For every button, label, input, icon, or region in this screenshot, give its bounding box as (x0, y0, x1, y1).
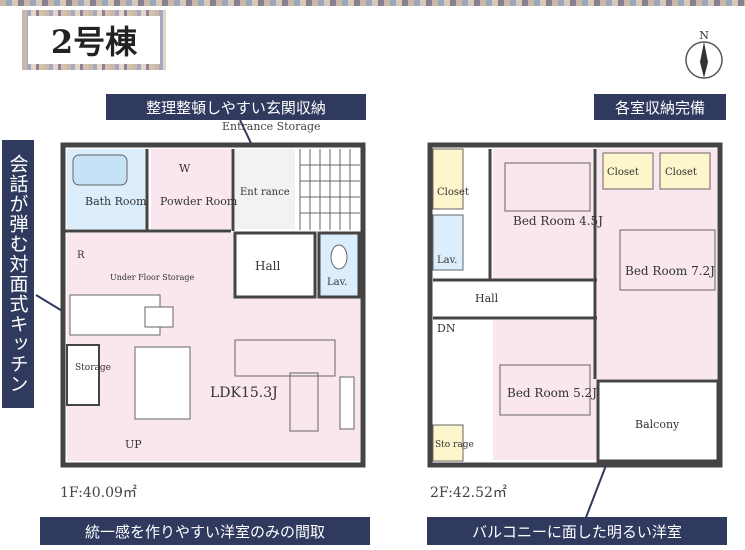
entrance-storage-label: Entrance Storage (222, 120, 321, 133)
room-lav-2f: Lav. (437, 255, 457, 266)
closet-2-label: Closet (665, 167, 697, 178)
closet-1-label: Closet (607, 167, 639, 178)
room-lav-1f: Lav. (327, 277, 347, 288)
banner-storage: 各室収納完備 (594, 94, 726, 120)
room-r: R (77, 250, 85, 261)
room-hall-2f: Hall (475, 292, 499, 305)
banner-balcony: バルコニーに面した明るい洋室 (427, 517, 727, 545)
room-ldk: LDK15.3J (210, 385, 278, 401)
compass-icon: N (685, 29, 723, 79)
room-w: W (179, 162, 191, 175)
compass-north-label: N (699, 29, 709, 42)
floor1-area: 1F:40.09㎡ (60, 485, 137, 501)
room-entrance: Ent rance (240, 187, 290, 198)
closet-left-label: Closet (437, 187, 469, 198)
room-hall-1f: Hall (255, 259, 280, 273)
room-balcony: Balcony (635, 418, 680, 431)
room-storage-1f: Storage (75, 363, 111, 373)
floor2-area: 2F:42.52㎡ (430, 485, 507, 501)
room-bed-3: Bed Room 5.2J (507, 386, 597, 400)
stairs-up: UP (125, 438, 142, 451)
floor-plan-1f: W Bath Room Powder Room Ent rance Hall L… (60, 142, 366, 468)
room-under-floor: Under Floor Storage (110, 273, 194, 282)
banner-kitchen: 会話が弾む対面式キッチン (2, 140, 34, 408)
room-powder: Powder Room (160, 195, 238, 208)
banner-western: 統一感を作りやすい洋室のみの間取 (40, 517, 370, 545)
room-bed-1: Bed Room 4.5J (513, 214, 603, 228)
room-bed-2: Bed Room 7.2J (625, 264, 715, 278)
floor-plan-2f: Closet Lav. Bed Room 4.5J Closet Closet … (427, 142, 723, 468)
title-frame: 2号棟 (22, 10, 166, 70)
room-bath: Bath Room (85, 195, 147, 208)
room-storage-2f: Sto rage (435, 440, 474, 450)
banner-entrance: 整理整頓しやすい玄関収納 (106, 94, 366, 120)
stairs-dn: DN (437, 322, 456, 335)
building-title: 2号棟 (28, 16, 160, 64)
top-stripe (0, 0, 745, 6)
